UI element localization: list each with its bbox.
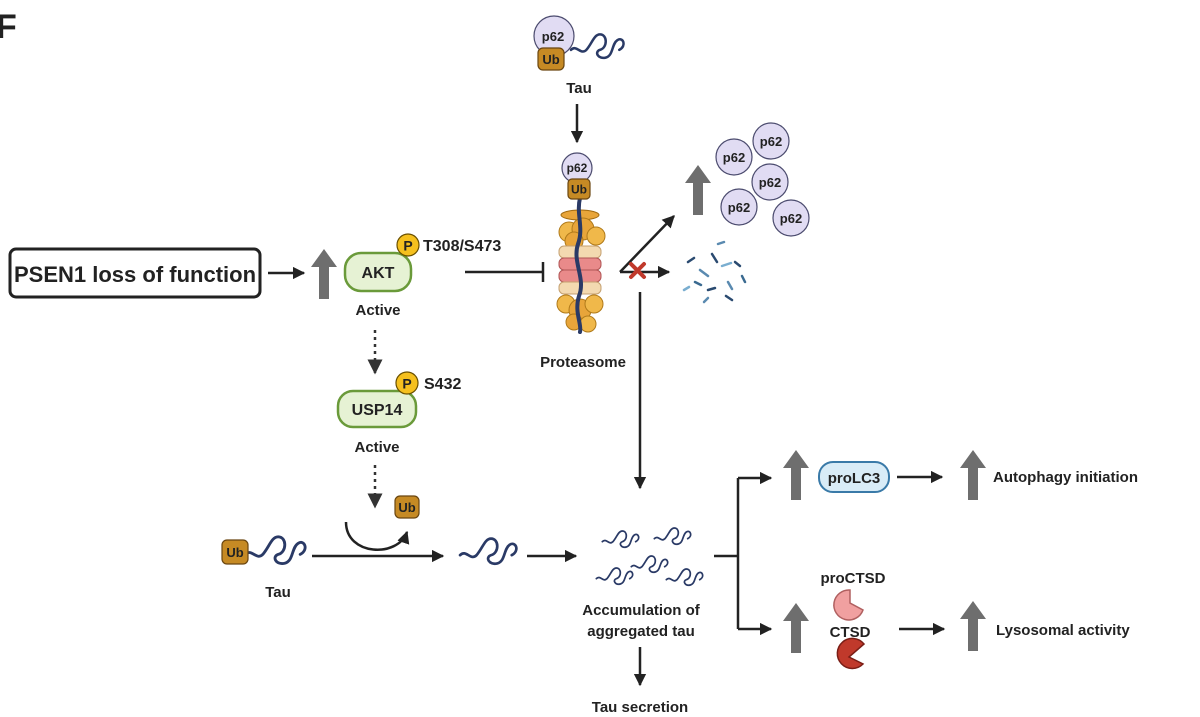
p62-top-label: p62	[542, 29, 564, 44]
p62-icon	[751, 163, 789, 201]
autophagy-label: Autophagy initiation	[993, 469, 1138, 486]
p62-cluster-label-5: p62	[780, 211, 802, 226]
panel-letter: F	[0, 8, 17, 46]
psen1-box: PSEN1 loss of function	[8, 247, 262, 299]
tau-protein-icon	[595, 567, 634, 586]
up-arrow-icon	[783, 603, 809, 653]
top-ub-label: Ub	[542, 52, 559, 67]
degraded-fragments	[682, 240, 747, 304]
tau-strand	[574, 196, 583, 334]
tau-secretion-label: Tau secretion	[592, 699, 688, 716]
ubiquitin-icon	[567, 178, 591, 200]
lysosomal-label: Lysosomal activity	[996, 622, 1130, 639]
p62-ub-tau-top: p62 Ub Tau	[533, 15, 626, 97]
aggregated-tau-cluster	[595, 527, 704, 587]
usp14-label: USP14	[352, 402, 403, 419]
proteasome-icon: p62 Ub	[556, 152, 606, 334]
tau-protein-icon	[630, 555, 669, 574]
ubiquitin-icon	[537, 47, 565, 71]
ubiquitin-icon: Ub	[394, 495, 420, 519]
released-ub-label: Ub	[398, 500, 415, 515]
accumulation-label-line1: Accumulation of	[582, 602, 701, 619]
tau-protein-icon	[653, 527, 692, 546]
ubiquitin-icon	[221, 539, 249, 565]
up-arrow-icon	[960, 601, 986, 651]
up-arrow-icon	[783, 450, 809, 500]
p62-icon	[720, 188, 758, 226]
pacman-enzyme-icon	[836, 637, 866, 670]
proteasome-label: Proteasome	[540, 354, 626, 371]
p62-cluster: p62 p62 p62 p62 p62	[715, 122, 810, 237]
usp14-phospho-label: P	[402, 376, 411, 392]
ub-tau-bottom: Ub Tau	[221, 535, 307, 601]
usp14-site-label: S432	[424, 376, 461, 393]
ctsd-label: CTSD	[830, 624, 871, 641]
prolc3-node: proLC3	[818, 461, 890, 493]
usp14-state-label: Active	[354, 439, 399, 456]
p62-cluster-label-4: p62	[728, 200, 750, 215]
prolc3-label: proLC3	[828, 470, 881, 487]
akt-state-label: Active	[355, 302, 400, 319]
proteasome-ub-label: Ub	[571, 183, 587, 197]
phosphate-icon	[395, 371, 419, 395]
accumulation-label-line2: aggregated tau	[587, 623, 695, 640]
phosphate-icon	[396, 233, 420, 257]
akt-label: AKT	[362, 265, 395, 282]
tau-top-label: Tau	[566, 80, 592, 97]
p62-icon	[715, 138, 753, 176]
proteasome-p62-label: p62	[567, 161, 588, 175]
p62-cluster-label-1: p62	[723, 150, 745, 165]
psen1-label: PSEN1 loss of function	[14, 262, 256, 287]
akt-node: AKT P T308/S473 Active	[343, 233, 501, 319]
p62-icon	[772, 199, 810, 237]
block-x-icon	[629, 262, 646, 279]
akt-phospho-label: P	[403, 238, 412, 254]
up-arrow-icon	[685, 165, 711, 215]
pacman-enzyme-icon	[833, 589, 864, 621]
tau-protein-icon	[665, 568, 704, 587]
tau-ub-label: Ub	[226, 545, 243, 560]
p62-up-arrow	[619, 215, 675, 273]
p62-cluster-label-2: p62	[760, 134, 782, 149]
tau-protein-icon	[601, 530, 640, 549]
tau-protein-icon	[569, 32, 626, 60]
tau-protein-icon	[243, 535, 307, 565]
up-arrow-icon	[960, 450, 986, 500]
p62-icon	[752, 122, 790, 160]
tau-bottom-label: Tau	[265, 584, 291, 601]
usp14-node: USP14 P S432 Active	[336, 371, 461, 456]
p62-cluster-label-3: p62	[759, 175, 781, 190]
up-arrow-icon	[311, 249, 337, 299]
akt-site-label: T308/S473	[423, 238, 501, 255]
tau-protein-icon	[458, 537, 518, 566]
deubiquitination-curve	[344, 521, 410, 551]
proctsd-label: proCTSD	[821, 570, 886, 587]
